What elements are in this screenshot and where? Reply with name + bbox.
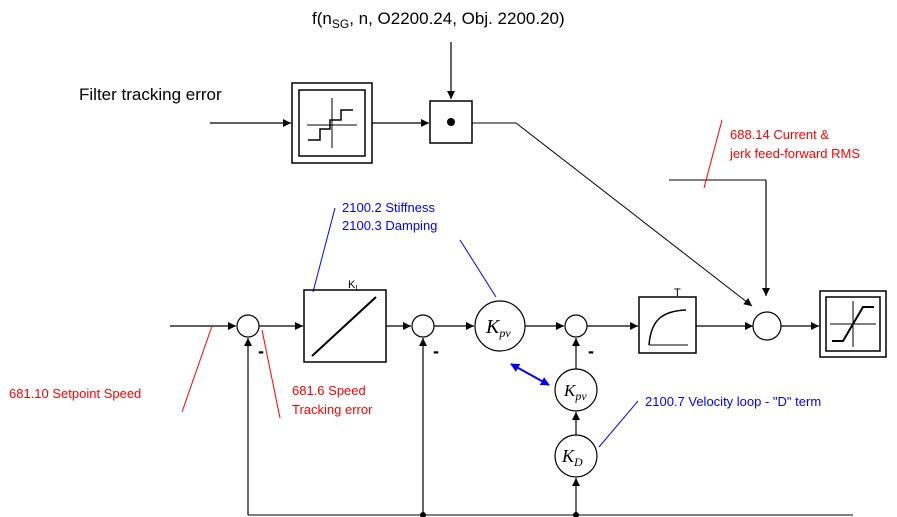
ramp-icon — [311, 296, 377, 357]
setpoint-speed-pointer — [181, 325, 213, 413]
junction-dot-2 — [573, 512, 579, 517]
junction-dot-1 — [420, 512, 426, 517]
damping-pointer — [459, 239, 497, 298]
minus-sign-3: - — [588, 341, 594, 361]
summing-junction-4 — [752, 311, 782, 341]
setpoint-speed-label: 681.10 Setpoint Speed — [9, 386, 141, 401]
multiply-dot-icon — [447, 118, 455, 126]
svg-text:Kpv: Kpv — [485, 316, 511, 340]
pt1-filter-block — [638, 296, 697, 354]
multiplier-block — [429, 100, 473, 144]
kpv-derivative-block: Kpv — [554, 368, 598, 412]
speed-tracking-label-line1: 681.6 Speed — [292, 383, 366, 398]
kpv-gain-block: Kpv — [474, 300, 526, 352]
filter-tracking-error-label: Filter tracking error — [79, 85, 222, 104]
d-term-pointer — [598, 400, 639, 448]
svg-text:KD: KD — [561, 446, 583, 469]
limiter-block — [819, 290, 887, 358]
ki-label: KI — [348, 279, 358, 293]
summing-junction-2 — [411, 314, 435, 338]
rms-label-line2: jerk feed-forward RMS — [729, 146, 860, 161]
rms-label-line1: 688.14 Current & — [730, 127, 829, 142]
filter-to-sum-arrow — [472, 122, 753, 307]
stiffness-label: 2100.2 Stiffness — [342, 200, 435, 215]
summing-junction-3 — [564, 314, 588, 338]
first-order-response-icon — [648, 309, 687, 346]
speed-tracking-label-line2: Tracking error — [292, 402, 373, 417]
summing-junction-1 — [236, 314, 260, 338]
saturation-icon — [832, 306, 874, 342]
stiffness-pointer — [312, 207, 336, 293]
damping-label: 2100.3 Damping — [342, 218, 437, 233]
ki-integrator-block — [303, 289, 387, 363]
deadband-block — [291, 82, 373, 164]
kpv-link-double-arrow — [510, 363, 550, 386]
rms-pointer — [703, 119, 723, 189]
minus-sign-2: - — [433, 341, 439, 361]
svg-text:Kpv: Kpv — [563, 381, 587, 403]
t-label: T — [674, 287, 681, 299]
kd-block: KD — [554, 434, 598, 478]
speed-tracking-pointer — [261, 329, 281, 419]
minus-sign-1: - — [258, 341, 264, 361]
d-term-label: 2100.7 Velocity loop - "D" term — [645, 394, 821, 409]
top-function-label: f(nSG, n, O2200.24, Obj. 2200.20) — [312, 9, 565, 31]
